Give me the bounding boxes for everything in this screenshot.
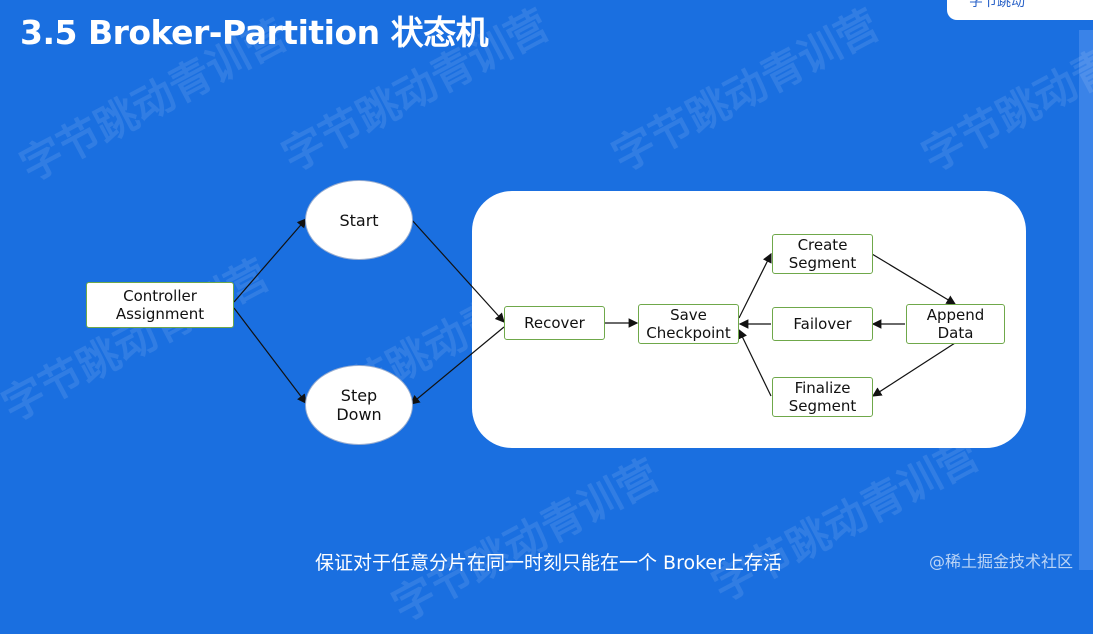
arrow-controller-start [233, 218, 307, 303]
node-create-segment-label: Create Segment [788, 236, 857, 272]
arrow-create-append [871, 253, 957, 305]
node-append-data-label: Append Data [926, 306, 985, 342]
right-edge-strip [1079, 30, 1093, 570]
node-save-checkpoint: Save Checkpoint [638, 304, 739, 344]
node-start: Start [305, 180, 413, 260]
arrow-layer [233, 218, 957, 405]
node-recover-label: Recover [524, 314, 585, 332]
node-controller-label: Controller Assignment [115, 287, 205, 323]
node-finalize-segment: Finalize Segment [772, 377, 873, 417]
node-failover-label: Failover [793, 315, 852, 333]
arrow-controller-stepdown [233, 307, 307, 404]
node-save-checkpoint-label: Save Checkpoint [646, 306, 731, 342]
node-failover: Failover [772, 307, 873, 341]
node-create-segment: Create Segment [772, 234, 873, 274]
arrow-append-finalize [871, 342, 956, 397]
arrow-start-recover [410, 218, 505, 323]
slide-title: 3.5 Broker-Partition 状态机 [20, 13, 489, 52]
node-step-down: Step Down [305, 365, 413, 445]
node-recover: Recover [504, 306, 605, 340]
node-controller-assignment: Controller Assignment [86, 282, 234, 328]
node-finalize-segment-label: Finalize Segment [788, 379, 857, 415]
node-step-down-label: Step Down [336, 386, 382, 424]
brand-logo: 字节跳动 [947, 0, 1093, 20]
node-start-label: Start [339, 210, 379, 230]
arrow-recover-stepdown [410, 326, 505, 405]
node-append-data: Append Data [906, 304, 1005, 344]
site-watermark: @稀土掘金技术社区 [928, 552, 1073, 571]
brand-logo-text: 字节跳动 [969, 0, 1025, 10]
arrow-save-create [738, 252, 772, 319]
arrow-finalize-save [738, 328, 772, 397]
subtitle-caption: 保证对于任意分片在同一时刻只能在一个 Broker上存活 [315, 552, 782, 574]
